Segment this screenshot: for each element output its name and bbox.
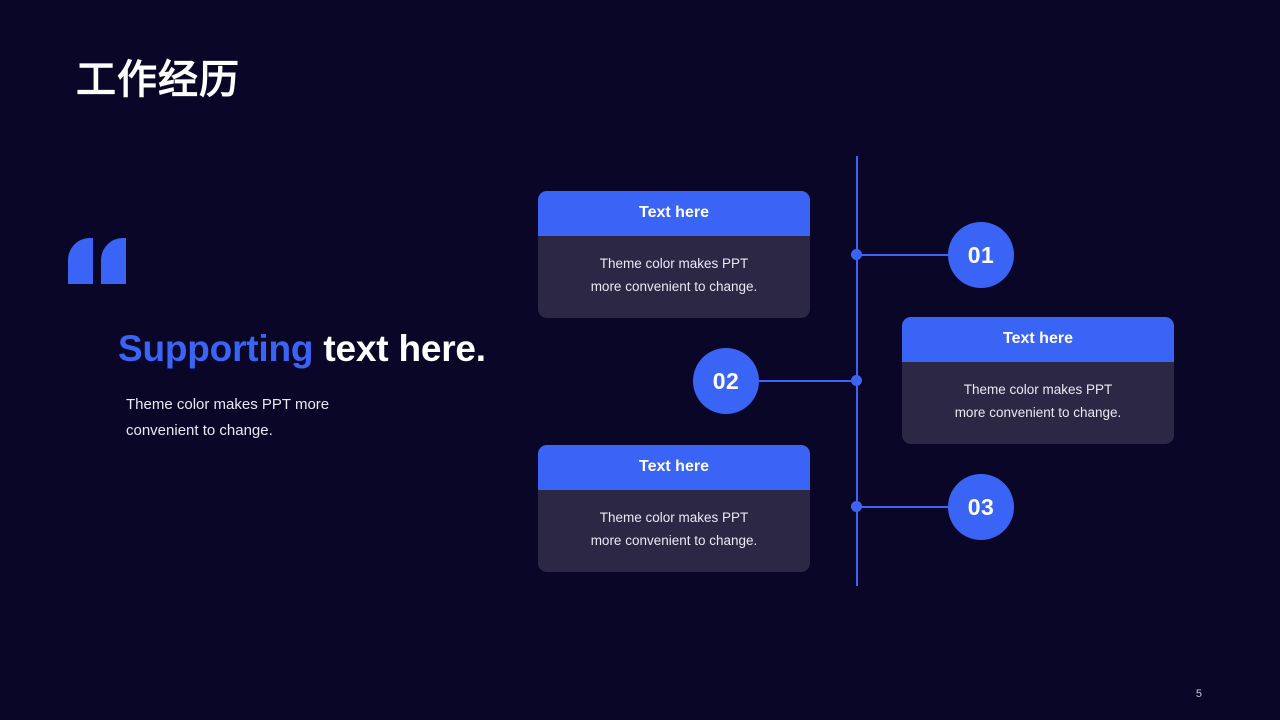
info-card-2-body-line-2: more convenient to change. [954,405,1122,420]
info-card-1[interactable]: Text here Theme color makes PPT more con… [538,191,810,318]
quote-glyph-right [101,238,126,284]
info-card-3-body-line-1: Theme color makes PPT [599,510,749,525]
timeline-number-circle-01[interactable]: 01 [948,222,1014,288]
supporting-heading: Supporting text here. [118,328,486,370]
timeline-vertical-line [856,156,858,586]
info-card-2-body: Theme color makes PPT more convenient to… [902,362,1174,444]
supporting-heading-accent: Supporting [118,328,314,369]
info-card-2-title: Text here [902,317,1174,362]
info-card-3-body-line-2: more convenient to change. [590,533,758,548]
timeline-node-dot-3 [851,501,862,512]
supporting-body-text: Theme color makes PPT more convenient to… [126,392,416,444]
info-card-2[interactable]: Text here Theme color makes PPT more con… [902,317,1174,444]
supporting-body-line-1: Theme color makes PPT more [126,396,330,413]
page-title: 工作经历 [76,58,240,102]
timeline-connector-1 [857,254,949,256]
supporting-heading-rest: text here. [313,328,486,369]
info-card-3-body: Theme color makes PPT more convenient to… [538,490,810,572]
page-number: 5 [1195,688,1202,700]
quote-glyph-left [68,238,93,284]
timeline-number-circle-03[interactable]: 03 [948,474,1014,540]
timeline-connector-3 [857,506,949,508]
info-card-1-body-line-1: Theme color makes PPT [599,256,749,271]
info-card-2-body-line-1: Theme color makes PPT [963,382,1113,397]
info-card-3[interactable]: Text here Theme color makes PPT more con… [538,445,810,572]
info-card-1-body-line-2: more convenient to change. [590,279,758,294]
timeline-connector-2 [759,380,857,382]
quote-open-icon [68,238,126,284]
timeline-node-dot-1 [851,249,862,260]
timeline-number-circle-02[interactable]: 02 [693,348,759,414]
supporting-body-line-2: convenient to change. [126,422,273,439]
info-card-1-title: Text here [538,191,810,236]
info-card-3-title: Text here [538,445,810,490]
info-card-1-body: Theme color makes PPT more convenient to… [538,236,810,318]
